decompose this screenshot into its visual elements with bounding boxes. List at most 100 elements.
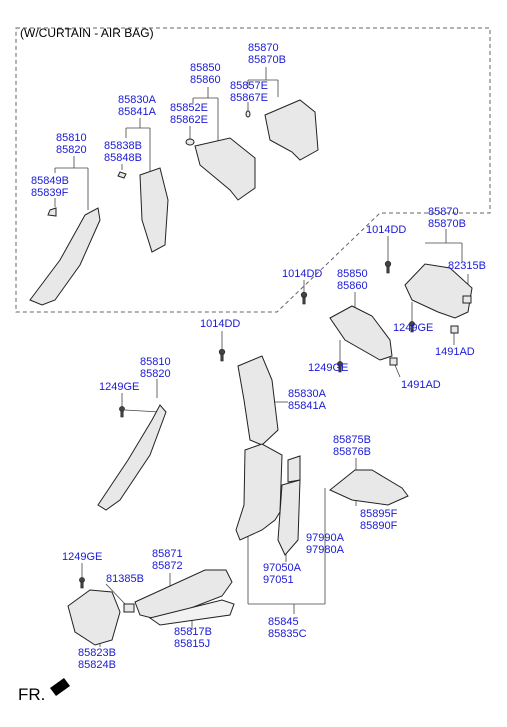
callout-c9[interactable]: 1014DD — [366, 224, 406, 236]
part-number: 82315B — [448, 260, 486, 272]
part-number: 85820 — [140, 368, 171, 380]
b-pillar-upper-trim-mid — [237, 355, 279, 446]
part-number: 1249GE — [99, 381, 140, 393]
part-number: 85810 — [56, 132, 87, 144]
part-number: 85871 — [152, 548, 183, 560]
part-number: 1249GE — [62, 551, 103, 563]
clip-85857e — [245, 110, 251, 118]
part-number: 85838B — [104, 140, 142, 152]
part-number: 85857E — [230, 80, 268, 92]
clip-85849b — [47, 207, 57, 217]
callout-c15[interactable]: 1249GE — [308, 362, 348, 374]
part-number: 97990A — [306, 532, 344, 544]
fasteners — [79, 260, 415, 589]
part-number: 85852E — [170, 102, 208, 114]
part-number: 97051 — [263, 574, 294, 586]
rear-scuff-plate — [329, 469, 409, 506]
bolt-1014dd-top — [384, 260, 392, 274]
part-number: 85848B — [104, 152, 142, 164]
callout-c11[interactable]: 82315B — [448, 260, 486, 272]
center-pillar-lower-inner — [287, 455, 301, 483]
part-number: 1491AD — [435, 346, 475, 358]
part-number: 1491AD — [401, 379, 441, 391]
clip-85838b — [117, 171, 127, 179]
c-pillar-trim-mid — [329, 305, 393, 361]
part-number: 85870B — [248, 54, 286, 66]
clip-85852e — [185, 138, 195, 146]
a-pillar-trim-mid — [97, 404, 167, 511]
part-number: 85830A — [118, 94, 156, 106]
part-number: 85862E — [170, 114, 208, 126]
part-number: 1014DD — [282, 268, 323, 280]
part-number: 85870 — [428, 206, 459, 218]
b-pillar-lower-trim — [235, 443, 283, 541]
part-number: 1014DD — [366, 224, 407, 236]
part-number: 97980A — [306, 544, 344, 556]
part-number: 97050A — [263, 562, 301, 574]
bolt-1014dd-mid — [300, 291, 308, 305]
rear-quarter-trim-mid — [404, 263, 473, 319]
callout-c17[interactable]: 1491AD — [401, 379, 441, 391]
part-number: 85820 — [56, 144, 87, 156]
front-scuff-plate — [134, 569, 233, 621]
part-number: 85815J — [174, 638, 211, 650]
bolt-1249ge-b — [337, 361, 343, 373]
bolt-1249ge-c — [119, 406, 125, 418]
callout-c18[interactable]: 1014DD — [200, 318, 240, 330]
bracket-1491ad-b — [389, 357, 398, 366]
part-number: 85823B — [78, 647, 116, 659]
part-number: 85872 — [152, 560, 183, 572]
part-number: 85875B — [333, 434, 371, 446]
callout-c28[interactable]: 81385B — [106, 573, 144, 585]
front-scuff-lower — [148, 599, 235, 626]
part-number: 85824B — [78, 659, 116, 671]
parts — [29, 99, 473, 646]
part-number: 85849B — [31, 175, 69, 187]
callout-c16[interactable]: 1491AD — [435, 346, 475, 358]
callout-c26[interactable]: 1249GE — [62, 551, 102, 563]
part-number: 85870B — [428, 218, 466, 230]
part-number: 85841A — [288, 400, 326, 412]
part-number: 85850 — [190, 62, 221, 74]
bolt-1014dd-lower — [218, 348, 226, 362]
curtain-airbag-group-frame — [15, 27, 491, 313]
part-number: 85890F — [360, 520, 398, 532]
part-number: 1014DD — [200, 318, 241, 330]
bracket-82315b — [462, 295, 472, 304]
part-number: 85839F — [31, 187, 69, 199]
kick-panel-trim — [67, 589, 121, 646]
part-number: 1249GE — [308, 362, 349, 374]
part-number: 85876B — [333, 446, 371, 458]
quarter-lower-trim — [277, 479, 301, 556]
part-number: 85860 — [190, 74, 221, 86]
b-pillar-upper-trim-top — [139, 167, 169, 253]
callout-c21[interactable]: 1249GE — [99, 381, 139, 393]
part-number: 85850 — [337, 268, 368, 280]
callout-c12[interactable]: 1014DD — [282, 268, 322, 280]
bolt-1249ge-d — [79, 577, 85, 589]
part-number: 85830A — [288, 388, 326, 400]
callout-c14[interactable]: 1249GE — [393, 322, 433, 334]
group-label: (W/CURTAIN - AIR BAG) — [20, 26, 154, 40]
